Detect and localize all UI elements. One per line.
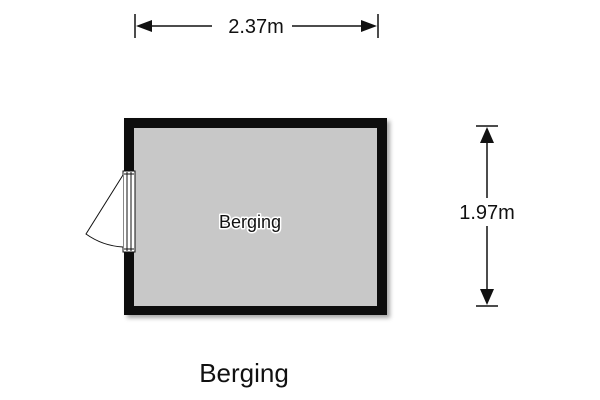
- door-frame: [122, 170, 136, 253]
- width-dimension: 2.37m: [134, 14, 379, 38]
- arrow-up-icon: [480, 127, 494, 143]
- plan-caption: Berging: [199, 358, 289, 388]
- room-label: Berging: [219, 212, 281, 232]
- height-label: 1.97m: [459, 202, 515, 224]
- height-dimension: 1.97m: [459, 125, 515, 307]
- room-berging: Berging: [85, 118, 387, 315]
- arrow-right-icon: [361, 20, 377, 32]
- arrow-down-icon: [480, 289, 494, 305]
- arrow-left-icon: [136, 20, 152, 32]
- room-floor: [134, 128, 377, 306]
- width-label: 2.37m: [228, 16, 284, 38]
- door-swing: [85, 174, 124, 248]
- door: [85, 170, 136, 253]
